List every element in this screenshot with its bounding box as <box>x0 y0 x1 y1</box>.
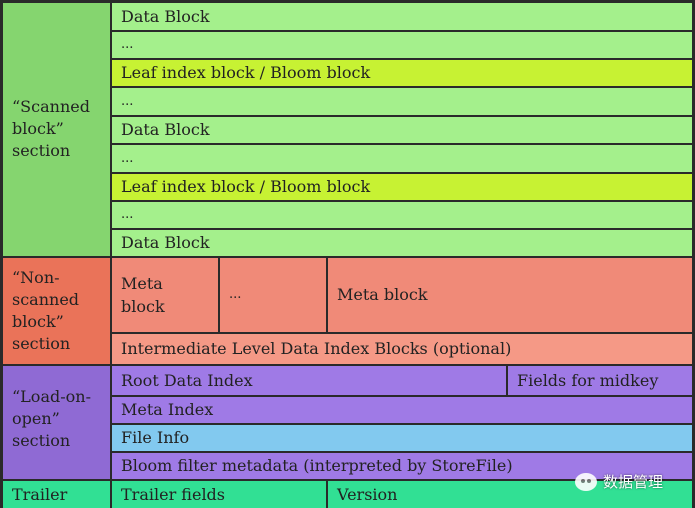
row-text: Data Block <box>121 6 210 26</box>
watermark: 数据管理 <box>575 471 663 492</box>
intermediate-index-text: Intermediate Level Data Index Blocks (op… <box>121 339 512 358</box>
row-text: ... <box>121 207 134 222</box>
meta-block-ellipsis: ... <box>220 258 326 332</box>
watermark-text: 数据管理 <box>603 473 664 491</box>
file-info: File Info <box>112 425 692 451</box>
row-text: ... <box>121 37 134 52</box>
root-data-index: Root Data Index <box>112 366 506 395</box>
meta-ellipsis-text: ... <box>229 287 242 302</box>
root-data-index-text: Root Data Index <box>121 370 253 390</box>
bloom-filter-metadata: Bloom filter metadata (interpreted by St… <box>112 453 692 479</box>
fields-for-midkey: Fields for midkey <box>508 366 692 395</box>
meta-index-text: Meta Index <box>121 400 214 419</box>
midkey-text: Fields for midkey <box>517 370 659 390</box>
loadonopen-section-label: “Load-on- open” section <box>3 366 110 479</box>
bloom-filter-metadata-text: Bloom filter metadata (interpreted by St… <box>121 456 513 475</box>
nonscanned-section-label-text: “Non- scanned block” section <box>12 268 80 353</box>
trailer-fields: Trailer fields <box>112 481 326 508</box>
scanned-row-ellipsis-2: ... <box>112 88 692 115</box>
scanned-row-leaf-index-1: Leaf index block / Bloom block <box>112 60 692 86</box>
intermediate-index-blocks: Intermediate Level Data Index Blocks (op… <box>112 334 692 364</box>
row-text: ... <box>121 150 134 166</box>
row-text: Leaf index block / Bloom block <box>121 177 371 196</box>
trailer-label-text: Trailer <box>12 484 68 504</box>
trailer-fields-text: Trailer fields <box>121 484 226 504</box>
scanned-row-data-block-1: Data Block <box>112 3 692 30</box>
trailer-version: Version <box>328 481 692 508</box>
scanned-row-data-block-3: Data Block <box>112 230 692 256</box>
scanned-row-data-block-2: Data Block <box>112 117 692 143</box>
scanned-row-leaf-index-2: Leaf index block / Bloom block <box>112 174 692 200</box>
row-text: Leaf index block / Bloom block <box>121 63 371 82</box>
nonscanned-section-label: “Non- scanned block” section <box>3 258 110 364</box>
meta-block-1-text: Meta block <box>121 274 165 316</box>
scanned-section-label-text: “Scanned block” section <box>12 97 90 160</box>
file-info-text: File Info <box>121 428 190 447</box>
trailer-version-text: Version <box>337 484 398 504</box>
scanned-section-label: “Scanned block” section <box>3 3 110 256</box>
meta-index: Meta Index <box>112 397 692 423</box>
scanned-row-ellipsis-4: ... <box>112 202 692 228</box>
meta-block-2: Meta block <box>328 258 692 332</box>
scanned-row-ellipsis-3: ... <box>112 145 692 172</box>
trailer-section-label: Trailer <box>3 481 110 508</box>
loadonopen-section-label-text: “Load-on- open” section <box>12 387 91 450</box>
meta-block-2-text: Meta block <box>337 285 428 304</box>
row-text: ... <box>121 93 134 109</box>
meta-block-1: Meta block <box>112 258 218 332</box>
row-text: Data Block <box>121 120 210 139</box>
wechat-icon <box>575 472 597 491</box>
row-text: Data Block <box>121 233 210 252</box>
scanned-row-ellipsis-1: ... <box>112 32 692 58</box>
